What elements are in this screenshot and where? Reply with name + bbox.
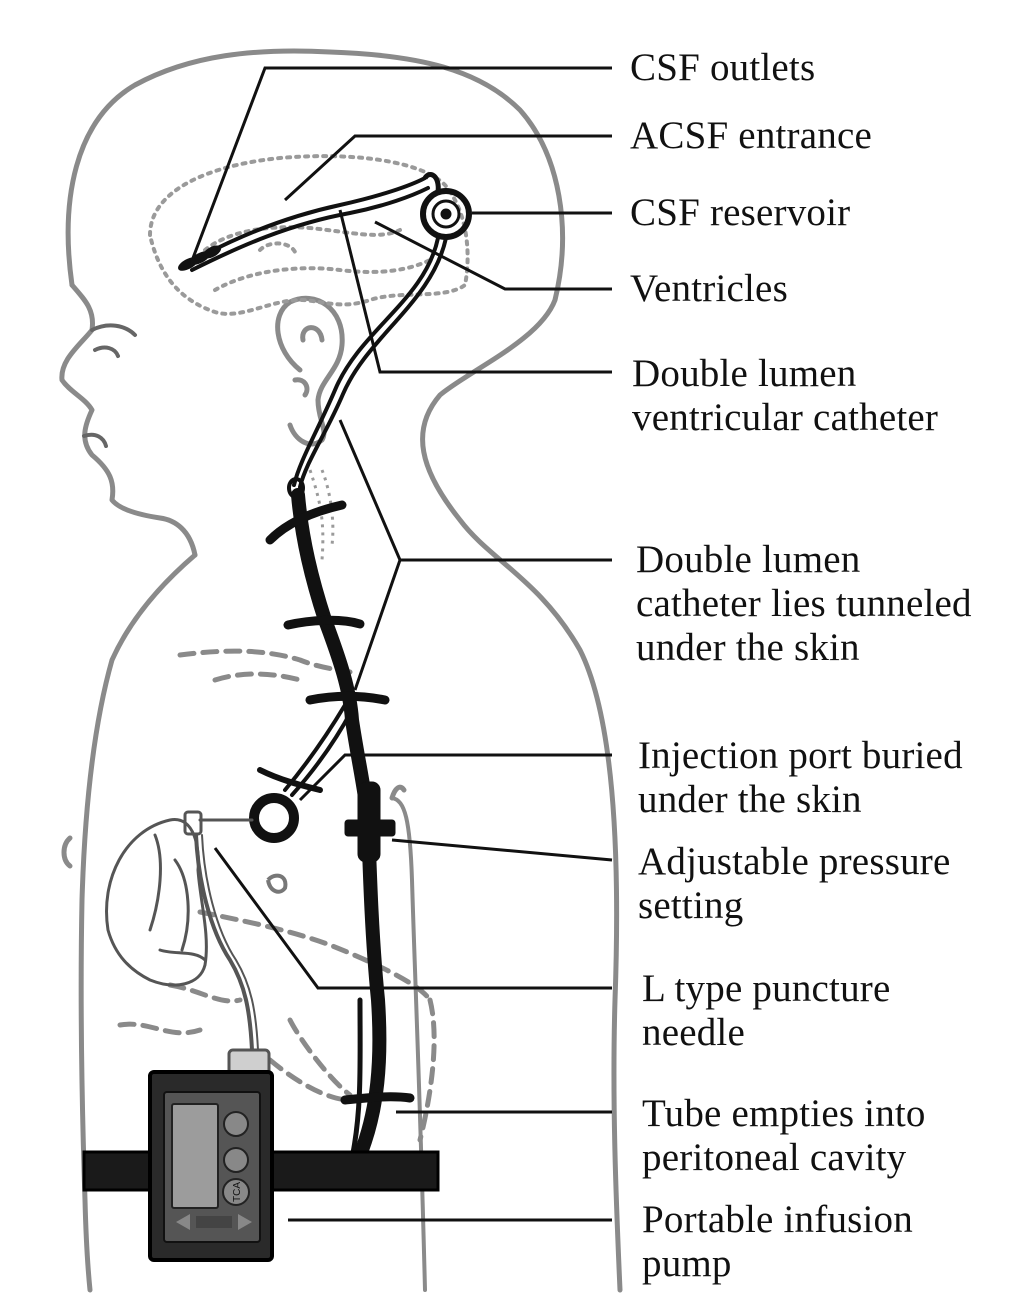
pump-arrow-up	[176, 1214, 190, 1230]
leader-tunneled	[338, 419, 612, 691]
label-csf-outlets: CSF outlets	[630, 46, 816, 89]
leader-adjustable-pressure	[391, 838, 613, 862]
label-adjustable-pressure: Adjustable pressure setting	[638, 840, 951, 927]
pump-button-tca-label: TCA	[232, 1182, 243, 1202]
pump-button-tca	[222, 1178, 250, 1206]
pump-button-mid	[223, 1147, 249, 1173]
leader-csf-outlets	[191, 66, 612, 259]
face-details	[82, 323, 137, 448]
ventricular-catheter	[183, 176, 430, 272]
injection-port	[249, 793, 299, 843]
label-double-lumen-ventricular-catheter: Double lumen ventricular catheter	[632, 352, 939, 439]
pump-button-top	[223, 1111, 249, 1137]
label-acsf-entrance: ACSF entrance	[630, 114, 872, 157]
suture-bars	[265, 500, 415, 1105]
label-double-lumen-catheter-tunneled: Double lumen catheter lies tunneled unde…	[636, 538, 972, 669]
leader-l-type-needle	[213, 847, 612, 990]
csf-outlets-tip	[178, 245, 222, 271]
label-injection-port: Injection port buried under the skin	[638, 734, 963, 821]
hand	[105, 818, 208, 987]
label-ventricles: Ventricles	[630, 267, 788, 310]
leader-double-lumen-ventricular	[338, 209, 612, 374]
body-outline	[59, 48, 623, 1293]
pump-screen	[171, 1103, 219, 1209]
tunneled-catheter-upper	[292, 236, 448, 489]
label-l-type-needle: L type puncture needle	[642, 967, 891, 1054]
brain-dotted-outline	[147, 154, 470, 316]
label-portable-pump: Portable infusion pump	[642, 1198, 913, 1285]
leader-lines	[191, 66, 613, 1222]
navel	[266, 873, 288, 894]
port-branch	[257, 703, 354, 797]
leader-injection-port	[298, 753, 612, 802]
label-csf-reservoir: CSF reservoir	[630, 191, 851, 234]
label-tube-peritoneal: Tube empties into peritoneal cavity	[642, 1092, 926, 1179]
leader-acsf-entrance	[283, 134, 612, 202]
body-dashed-lines	[117, 648, 437, 1143]
infusion-pump: TCA	[148, 1048, 274, 1262]
ear	[275, 295, 345, 447]
puncture-needle	[183, 810, 259, 1052]
pump-arrow-down	[238, 1214, 252, 1230]
leader-ventricles	[374, 220, 612, 291]
pressure-valve	[344, 781, 396, 863]
